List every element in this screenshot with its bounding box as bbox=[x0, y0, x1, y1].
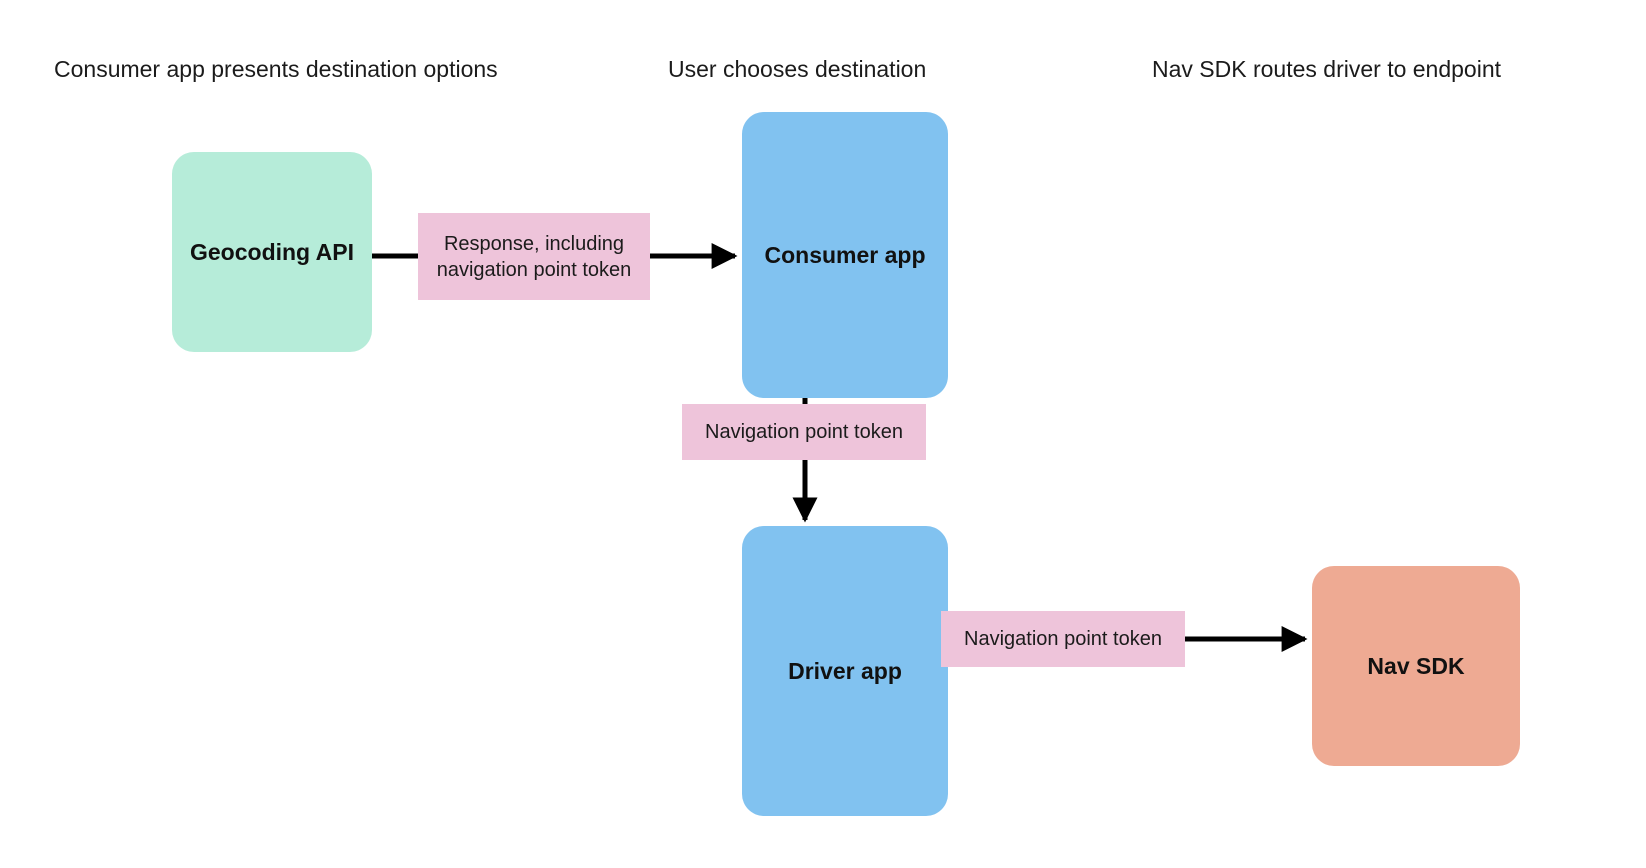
node-geocoding-api[interactable]: Geocoding API bbox=[172, 152, 372, 352]
edge-label-navtoken-mid-text: Navigation point token bbox=[705, 421, 903, 443]
node-nav-sdk[interactable]: Nav SDK bbox=[1312, 566, 1520, 766]
edge-label-navigation-point-token-consumer-to-driver: Navigation point token bbox=[682, 404, 926, 460]
node-geocoding-api-label: Geocoding API bbox=[190, 238, 354, 265]
column-heading-user-chooses-destination: User chooses destination bbox=[668, 56, 927, 82]
node-consumer-app[interactable]: Consumer app bbox=[742, 112, 948, 398]
node-nav-sdk-label: Nav SDK bbox=[1367, 652, 1465, 679]
node-consumer-app-label: Consumer app bbox=[764, 241, 926, 268]
column-heading-consumer-app-presents: Consumer app presents destination option… bbox=[54, 56, 498, 82]
column-heading-nav-sdk-routes-driver: Nav SDK routes driver to endpoint bbox=[1152, 56, 1502, 82]
node-driver-app[interactable]: Driver app bbox=[742, 526, 948, 816]
node-driver-app-label: Driver app bbox=[788, 657, 902, 684]
edge-label-navtoken-bottom-text: Navigation point token bbox=[964, 628, 1162, 650]
edge-label-response-text: Response, including navigation point tok… bbox=[436, 232, 632, 281]
edge-label-response-including-navigation-point-token: Response, including navigation point tok… bbox=[418, 213, 650, 300]
edge-label-navigation-point-token-driver-to-navsdk: Navigation point token bbox=[941, 611, 1185, 667]
